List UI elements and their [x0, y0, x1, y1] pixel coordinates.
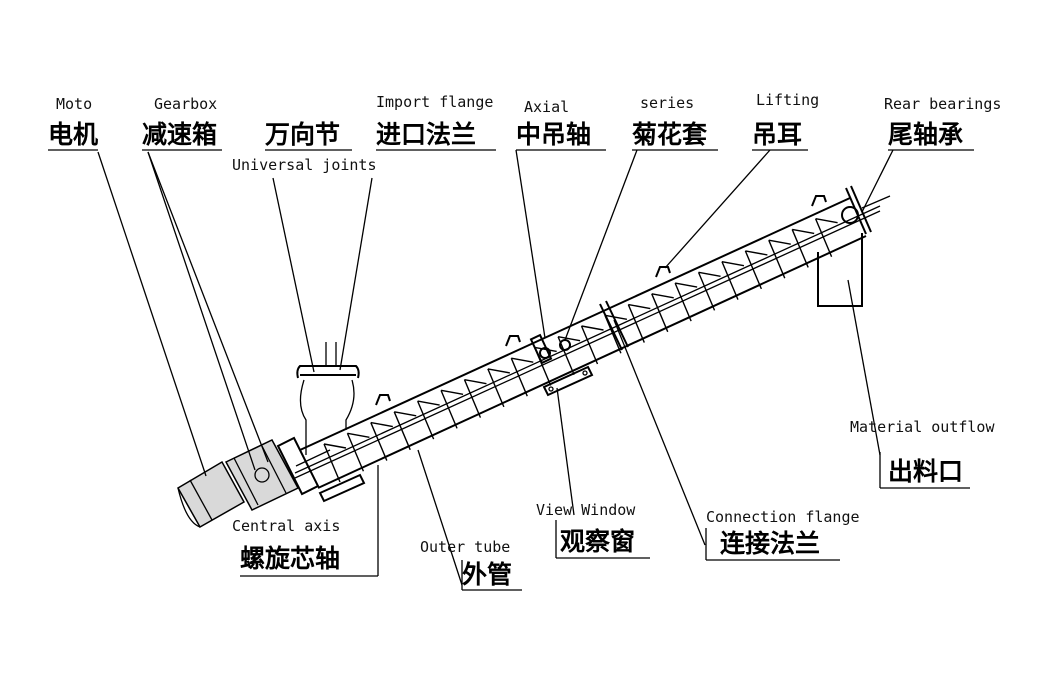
label-moto-zh: 电机 [48, 120, 98, 149]
label-series-en: series [640, 94, 694, 112]
label-central-en: Central axis [232, 517, 340, 535]
screw-flight [721, 260, 745, 300]
screw-flight [510, 357, 534, 397]
label-connection-flange: Connection flange 连接法兰 [705, 508, 860, 561]
leader-lines [97, 149, 894, 586]
screw-flight [814, 218, 838, 257]
screw-flight [580, 325, 604, 365]
screw-flight [651, 293, 674, 333]
label-outer-tube: Outer tube 外管 [420, 538, 522, 591]
label-axial: Axial 中吊轴 [516, 98, 606, 151]
label-outer-en: Outer tube [420, 538, 510, 556]
label-outflow-zh: 出料口 [888, 457, 963, 486]
gearbox [224, 439, 300, 511]
label-moto-en: Moto [56, 95, 92, 113]
label-central-zh: 螺旋芯轴 [240, 544, 340, 573]
connection-flange [599, 300, 629, 351]
screw-flight [744, 250, 768, 290]
label-view-window: View Window 观察窗 [536, 501, 650, 559]
conveyor-drawing [176, 185, 891, 529]
label-view-en: View Window [536, 501, 636, 519]
label-axial-zh: 中吊轴 [516, 120, 591, 149]
label-import-flange: Import flange 进口法兰 [376, 93, 496, 151]
screw-flight [674, 282, 698, 322]
import-flange [296, 342, 360, 455]
screw-flight [440, 389, 464, 429]
label-connection-en: Connection flange [706, 508, 860, 526]
label-view-zh: 观察窗 [560, 527, 635, 556]
label-import-zh: 进口法兰 [376, 120, 476, 149]
label-lifting: Lifting 吊耳 [752, 91, 819, 151]
label-outer-zh: 外管 [462, 560, 512, 589]
label-lifting-en: Lifting [756, 91, 819, 109]
screw-flight [393, 411, 417, 451]
label-rear-zh: 尾轴承 [888, 120, 963, 149]
label-outflow-en: Material outflow [850, 418, 995, 436]
lifting-lugs [375, 195, 827, 406]
bottom-clamp [318, 473, 366, 503]
label-series-zh: 菊花套 [632, 120, 708, 149]
label-moto: Moto 电机 [48, 95, 98, 151]
label-gearbox-zh: 减速箱 [142, 120, 217, 149]
material-outflow [817, 233, 863, 307]
label-rear-en: Rear bearings [884, 95, 1001, 113]
label-universal-joints: 万向节 Universal joints [232, 120, 377, 174]
screw-flight [791, 228, 815, 268]
screw-flight [346, 432, 370, 472]
screw-flight [697, 271, 721, 311]
label-universal-zh: 万向节 [265, 120, 340, 149]
screw-flight [370, 421, 393, 461]
label-rear-bearings: Rear bearings 尾轴承 [884, 95, 1001, 151]
label-connection-zh: 连接法兰 [720, 529, 820, 558]
hanger-bearing [529, 333, 571, 365]
screw-flight [487, 368, 510, 408]
screw-flight [627, 303, 651, 343]
screw-flight [416, 400, 440, 440]
label-lifting-zh: 吊耳 [752, 120, 802, 149]
rear-bearing [841, 185, 891, 235]
label-central-axis: Central axis 螺旋芯轴 [232, 517, 378, 577]
view-window [542, 365, 594, 397]
screw-flights [323, 218, 838, 483]
label-material-outflow: Material outflow 出料口 [850, 418, 995, 489]
outer-tube [299, 197, 867, 489]
screw-flight [768, 239, 791, 279]
label-axial-en: Axial [524, 98, 569, 116]
label-series: series 菊花套 [632, 94, 718, 151]
label-universal-en: Universal joints [232, 156, 377, 174]
screw-flight [463, 378, 487, 418]
screw-flight [323, 443, 347, 483]
label-gearbox-en: Gearbox [154, 95, 217, 113]
label-import-en: Import flange [376, 93, 493, 111]
label-gearbox: Gearbox 减速箱 [142, 95, 222, 151]
universal-joint [276, 436, 331, 496]
motor [176, 460, 246, 529]
